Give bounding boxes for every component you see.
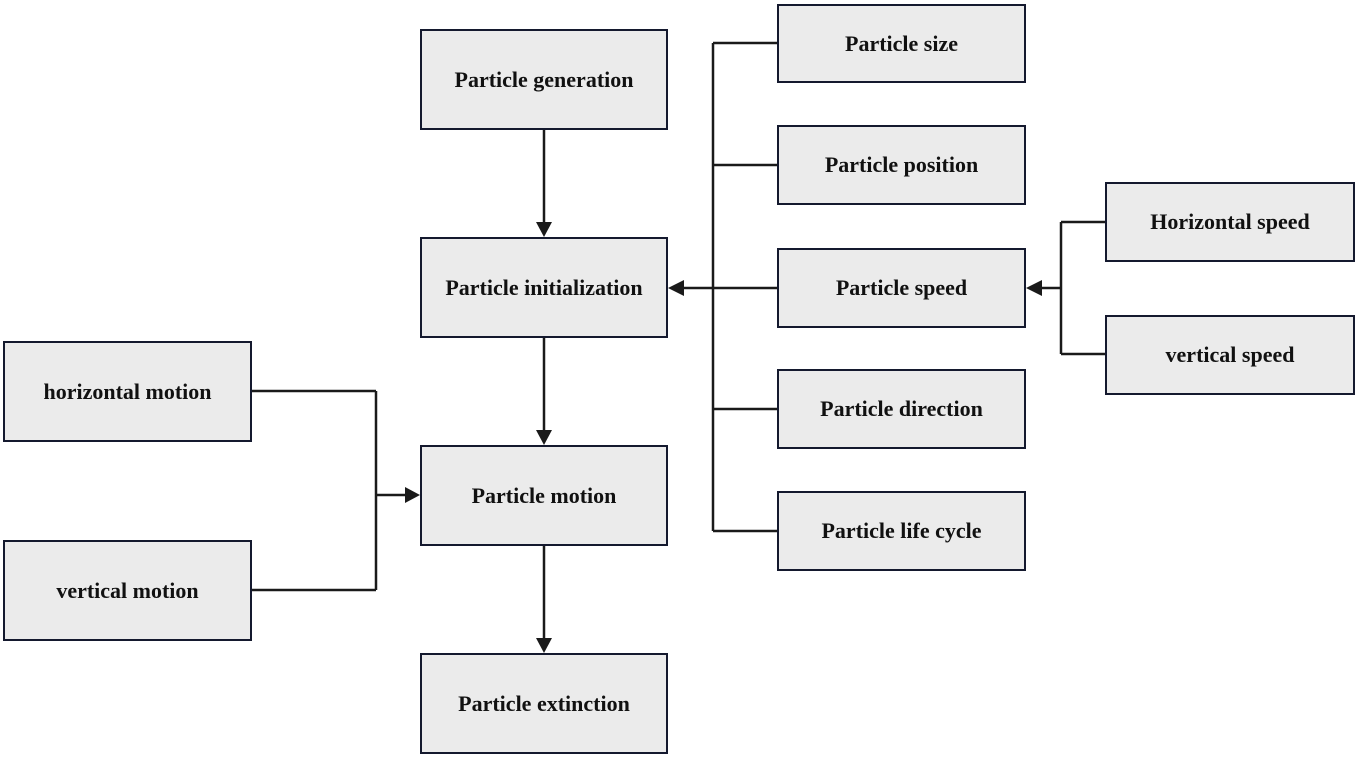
node-horizontal-motion: horizontal motion: [3, 341, 252, 442]
arrowhead-initialization-top: [536, 222, 552, 237]
arrowhead-speed-right: [1026, 280, 1042, 296]
node-particle-initialization: Particle initialization: [420, 237, 668, 338]
arrowhead-motion-left: [405, 487, 420, 503]
node-vertical-speed: vertical speed: [1105, 315, 1355, 395]
node-horizontal-speed: Horizontal speed: [1105, 182, 1355, 262]
node-particle-direction: Particle direction: [777, 369, 1026, 449]
node-vertical-motion: vertical motion: [3, 540, 252, 641]
node-particle-life-cycle: Particle life cycle: [777, 491, 1026, 571]
node-particle-position: Particle position: [777, 125, 1026, 205]
node-particle-extinction: Particle extinction: [420, 653, 668, 754]
node-particle-motion: Particle motion: [420, 445, 668, 546]
arrowhead-extinction-top: [536, 638, 552, 653]
arrowhead-initialization-right: [668, 280, 684, 296]
node-particle-generation: Particle generation: [420, 29, 668, 130]
node-particle-size: Particle size: [777, 4, 1026, 83]
arrowhead-motion-top: [536, 430, 552, 445]
node-particle-speed: Particle speed: [777, 248, 1026, 328]
